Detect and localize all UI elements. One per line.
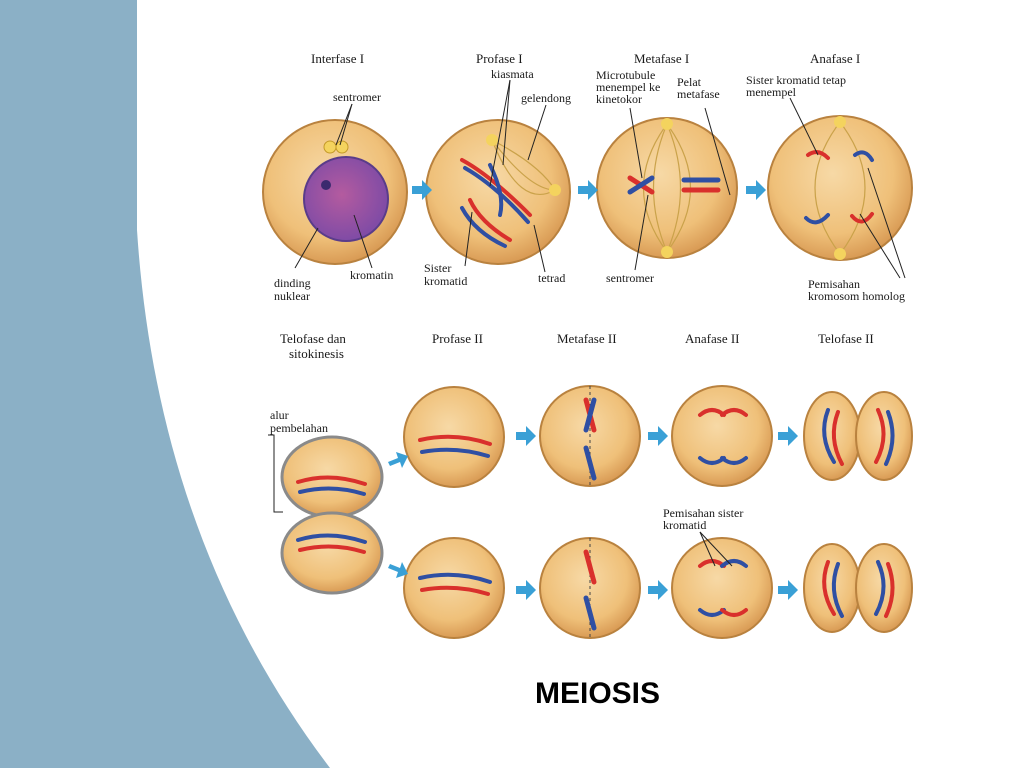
cell-profase-2-top	[403, 386, 505, 488]
cell-anafase-1	[767, 115, 913, 261]
label-kromatid: kromatid	[424, 274, 467, 288]
label-gelendong: gelendong	[521, 91, 571, 105]
row1-arrows	[412, 180, 766, 200]
label-tetrad: tetrad	[538, 271, 565, 285]
stage-title-telofase-1: Telofase dan	[280, 331, 346, 346]
stage-title-sitokinesis: sitokinesis	[289, 346, 344, 361]
label-alur: alur	[270, 408, 289, 422]
stage-title-interfase-1: Interfase I	[311, 51, 364, 66]
label-microtubule-1: Microtubule	[596, 68, 655, 82]
tetrads	[460, 158, 532, 248]
cell-telofase-2-top	[803, 391, 913, 481]
nucleus	[303, 156, 389, 242]
stage-title-metafase-1: Metafase I	[634, 51, 689, 66]
cell-metafase-2-bottom	[539, 537, 641, 639]
cell-profase-2-bottom	[403, 537, 505, 639]
label-sentromer-bottom: sentromer	[606, 271, 654, 285]
stage-title-anafase-2: Anafase II	[685, 331, 740, 346]
stage-title-telofase-2: Telofase II	[818, 331, 874, 346]
stage-title-profase-1: Profase I	[476, 51, 523, 66]
cell-profase-1	[425, 119, 571, 265]
stage-title-anafase-1: Anafase I	[810, 51, 860, 66]
centrosome	[323, 140, 349, 154]
label-sentromer-top: sentromer	[333, 90, 381, 104]
label-sister-tetap-1: Sister kromatid tetap	[746, 73, 846, 87]
label-microtubule-3: kinetokor	[596, 92, 642, 106]
label-pembelahan: pembelahan	[270, 421, 328, 435]
label-pelat-2: metafase	[677, 87, 720, 101]
label-pemisahan-sister-2: kromatid	[663, 518, 706, 532]
label-nuklear: nuklear	[274, 289, 310, 303]
label-microtubule-2: menempel ke	[596, 80, 660, 94]
cell-telofase-2-bottom	[803, 543, 913, 633]
label-pemisahan-2: kromosom homolog	[808, 289, 905, 303]
label-pelat-1: Pelat	[677, 75, 702, 89]
cell-anafase-2-bottom	[671, 537, 773, 639]
label-dinding: dinding	[274, 276, 311, 290]
cell-anafase-2-top	[671, 385, 773, 487]
side-panel	[0, 0, 330, 768]
label-pemisahan-sister-1: Pemisahan sister	[663, 506, 743, 520]
label-sister-tetap-2: menempel	[746, 85, 797, 99]
label-pemisahan-1: Pemisahan	[808, 277, 860, 291]
cell-metafase-1	[596, 117, 738, 259]
cell-interfase-1	[262, 119, 408, 265]
cell-metafase-2-top	[539, 385, 641, 487]
row2-arrows	[388, 426, 798, 600]
label-sister: Sister	[424, 261, 451, 275]
label-kromatin: kromatin	[350, 268, 393, 282]
stage-title-metafase-2: Metafase II	[557, 331, 617, 346]
label-kiasmata: kiasmata	[491, 67, 534, 81]
cell-telofase-1	[280, 435, 384, 595]
leader-lines	[268, 79, 906, 567]
stage-title-profase-2: Profase II	[432, 331, 483, 346]
slide-title: MEIOSIS	[535, 677, 660, 710]
